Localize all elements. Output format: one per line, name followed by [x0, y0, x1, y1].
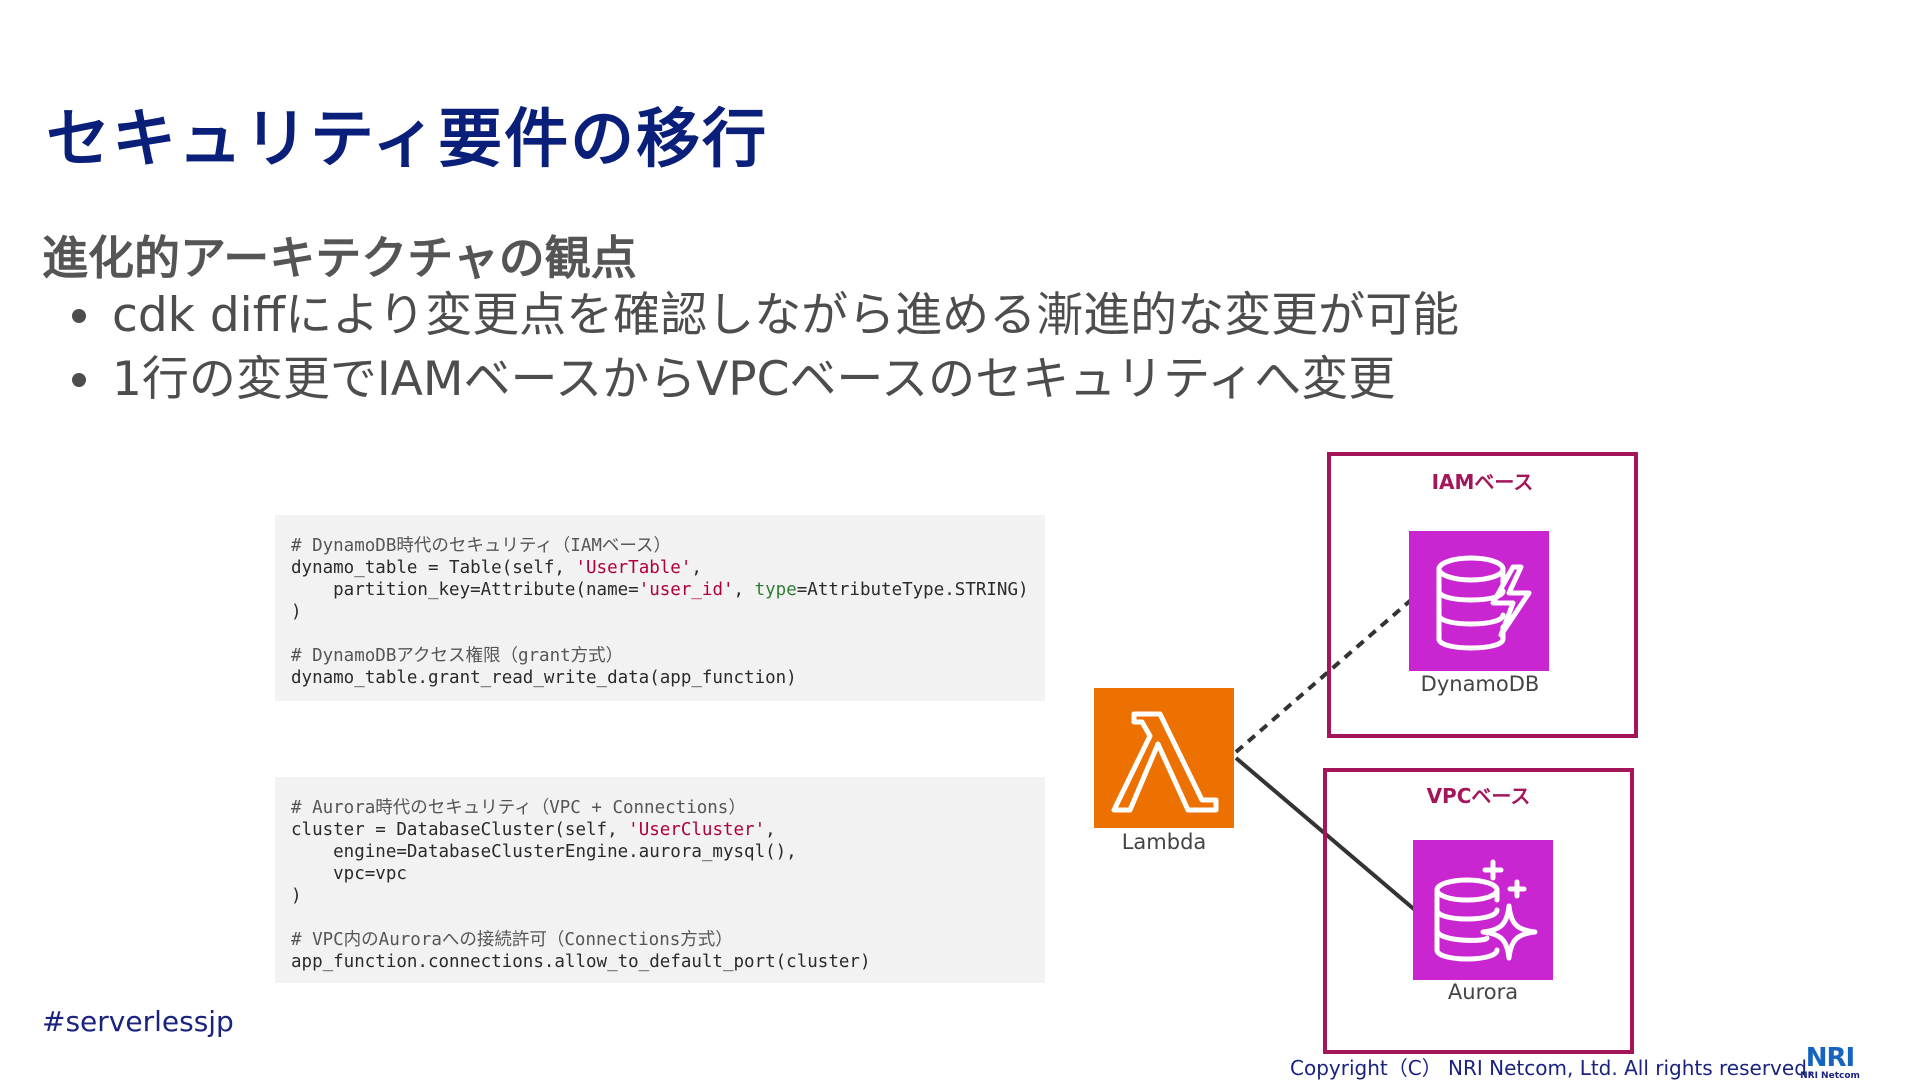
dynamodb-icon [1409, 531, 1549, 671]
code-text: dynamo_table.grant_read_write_data(app_f… [291, 668, 797, 688]
code-string: 'UserCluster' [628, 820, 766, 840]
hashtag: #serverlessjp [42, 1005, 234, 1038]
code-text: partition_key=Attribute(name= [291, 580, 639, 600]
bullet-text: cdk diffにより変更点を確認しながら進める漸進的な変更が可能 [112, 288, 1460, 343]
bullet-item: cdk diffにより変更点を確認しながら進める漸進的な変更が可能 [70, 284, 1459, 348]
code-text: dynamo_table = Table(self, [291, 558, 576, 578]
code-comment: # DynamoDB時代のセキュリティ（IAMベース） [291, 536, 672, 556]
code-text: app_function.connections.allow_to_defaul… [291, 952, 871, 972]
iam-base-box: IAMベース [1327, 452, 1638, 738]
code-text: , [691, 558, 702, 578]
bullet-item: 1行の変更でIAMベースからVPCベースのセキュリティへ変更 [70, 348, 1459, 412]
code-string: 'UserTable' [575, 558, 692, 578]
aurora-label: Aurora [1447, 980, 1519, 1004]
bullet-list: cdk diffにより変更点を確認しながら進める漸進的な変更が可能 1行の変更で… [70, 284, 1459, 412]
code-text: vpc=vpc [291, 864, 407, 884]
code-keyword: type [754, 580, 797, 600]
nri-netcom-logo: NRI NRI Netcom [1800, 1045, 1860, 1081]
code-comment: # DynamoDBアクセス権限（grant方式） [291, 646, 624, 666]
aurora-code-block: # Aurora時代のセキュリティ（VPC + Connections） clu… [275, 777, 1045, 983]
vpc-base-box: VPCベース [1323, 768, 1634, 1054]
code-text: =AttributeType.STRING) [796, 580, 1029, 600]
code-text: , [733, 580, 755, 600]
dynamodb-code-block: # DynamoDB時代のセキュリティ（IAMベース） dynamo_table… [275, 515, 1045, 701]
bullet-text: 1行の変更でIAMベースからVPCベースのセキュリティへ変更 [112, 352, 1396, 407]
copyright-text: Copyright（C） NRI Netcom, Ltd. All rights… [1290, 1056, 1814, 1080]
lambda-icon [1094, 688, 1234, 828]
code-comment: # VPC内のAuroraへの接続許可（Connections方式） [291, 930, 733, 950]
dynamodb-label: DynamoDB [1420, 672, 1540, 696]
code-string: 'user_id' [638, 580, 734, 600]
slide-subtitle: 進化的アーキテクチャの観点 [42, 231, 637, 285]
code-text: cluster = DatabaseCluster(self, [291, 820, 629, 840]
code-text: ) [291, 886, 302, 906]
lambda-label: Lambda [1121, 830, 1207, 854]
logo-subtext: NRI Netcom [1800, 1071, 1860, 1081]
iam-base-label: IAMベース [1431, 470, 1534, 494]
bullet-dot [72, 309, 86, 323]
bullet-dot [72, 373, 86, 387]
vpc-base-label: VPCベース [1426, 784, 1531, 808]
code-text: engine=DatabaseClusterEngine.aurora_mysq… [291, 842, 797, 862]
code-text: ) [291, 602, 302, 622]
slide-title: セキュリティ要件の移行 [46, 103, 769, 177]
code-text: , [765, 820, 776, 840]
aurora-icon [1413, 840, 1553, 980]
logo-mark: NRI [1805, 1043, 1855, 1073]
code-comment: # Aurora時代のセキュリティ（VPC + Connections） [291, 798, 746, 818]
